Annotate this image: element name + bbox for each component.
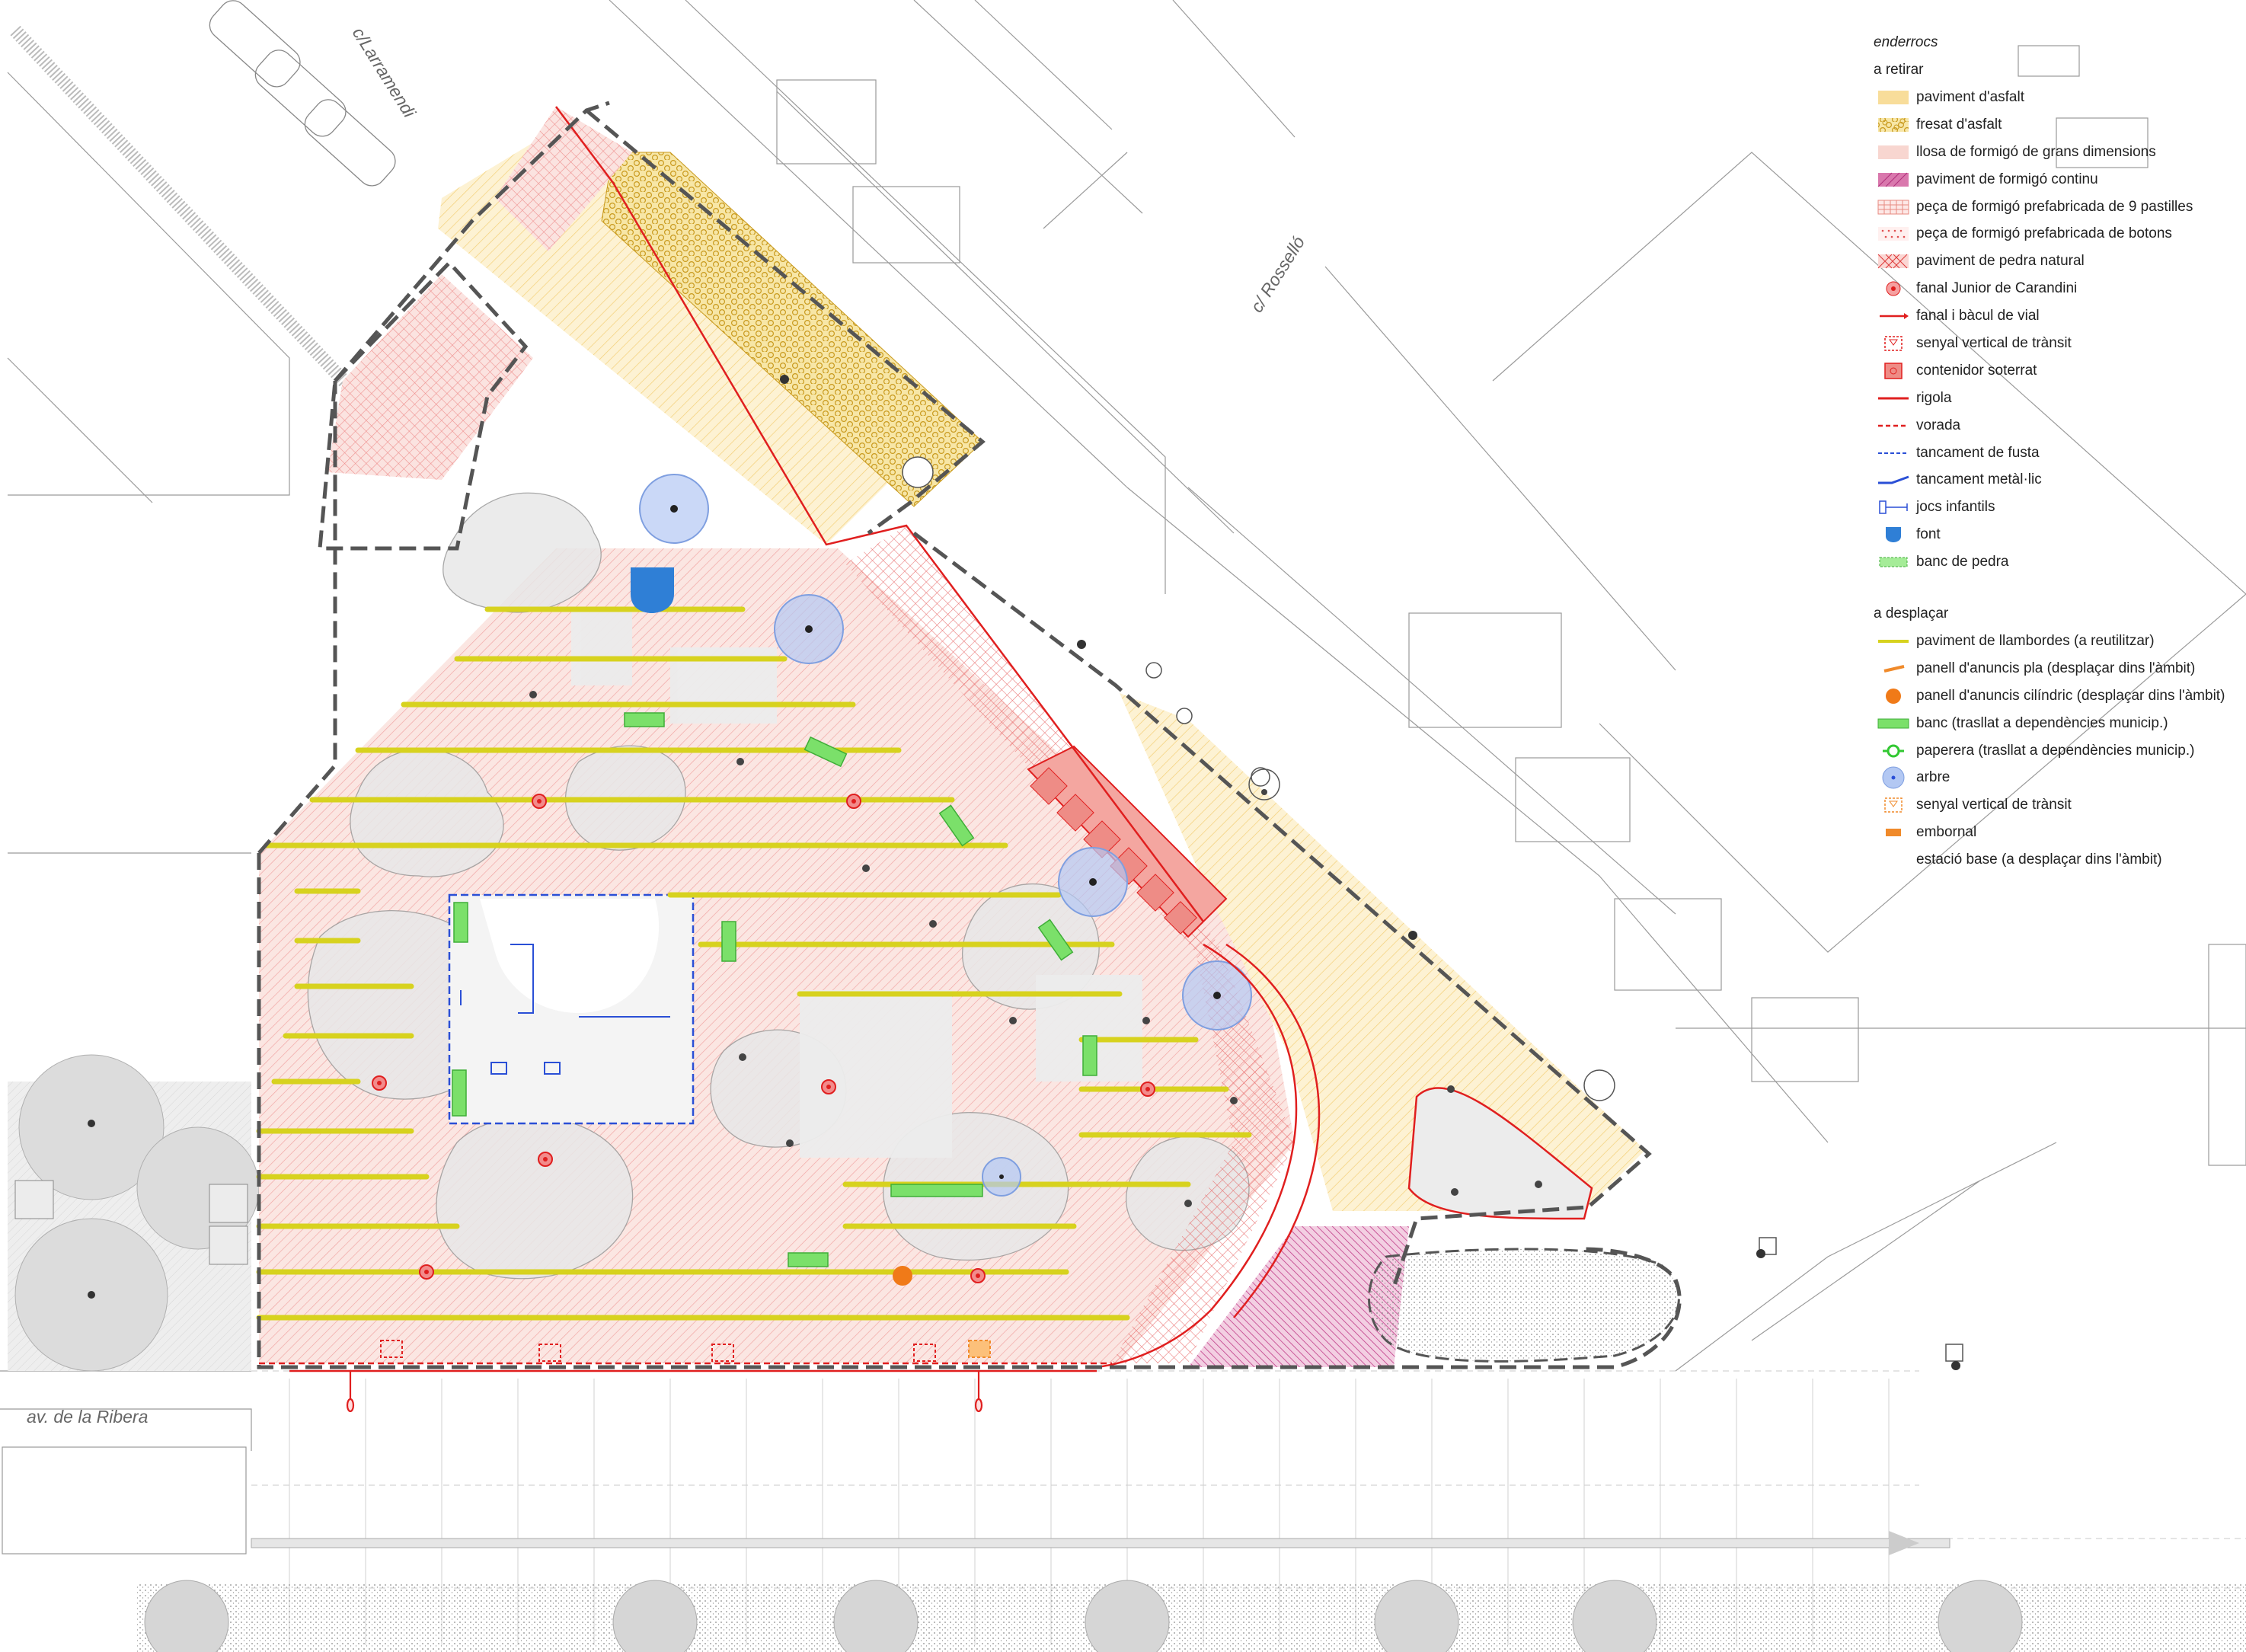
legend-item-milled-asphalt: fresat d'asfalt xyxy=(1874,111,2232,139)
legend-item-base-station: estació base (a desplaçar dins l'àmbit) xyxy=(1874,846,2232,874)
legend-item-concrete-slab: llosa de formigó de grans dimensions xyxy=(1874,139,2232,166)
traffic-sign-move-icon xyxy=(1884,797,1903,813)
stone-bench-island xyxy=(1368,1248,1680,1363)
drain-icon xyxy=(1886,829,1901,837)
legend-title: enderrocs xyxy=(1874,34,1938,50)
legend-item-traffic-sign-move: senyal vertical de trànsit xyxy=(1874,791,2232,819)
street-label-rossello: c/ Rosselló xyxy=(1247,232,1309,315)
bin-icon xyxy=(1883,744,1904,758)
cylindrical-billboard-icon xyxy=(1886,688,1901,704)
legend-item-cylindrical-billboard: panell d'anuncis cilíndric (desplaçar di… xyxy=(1874,682,2232,710)
underground-containers xyxy=(1027,745,1228,938)
streetlamp-icon xyxy=(1886,281,1901,296)
wood-fence-line-icon xyxy=(1878,452,1909,454)
legend-item-gutter: rigola xyxy=(1874,385,2232,412)
intervention-limit xyxy=(257,101,1682,1369)
left-green-zone xyxy=(8,1054,260,1372)
legend-item-precast-9: peça de formigó prefabricada de 9 pastil… xyxy=(1874,193,2232,221)
metal-fence-line-icon xyxy=(1878,476,1909,484)
legend-item-flat-billboard: panell d'anuncis pla (desplaçar dins l'à… xyxy=(1874,655,2232,682)
concrete-slab-swatch-icon xyxy=(1878,145,1909,159)
legend-item-tree: arbre xyxy=(1874,764,2232,791)
kerb-line-icon xyxy=(1878,424,1909,427)
bench-icon xyxy=(1877,718,1909,729)
legend-item-streetlamp: fanal Junior de Carandini xyxy=(1874,275,2232,302)
precast-9-tile-swatch-icon xyxy=(1877,200,1909,215)
legend-item-fountain: font xyxy=(1874,521,2232,548)
milled-asphalt-swatch-icon xyxy=(1878,117,1909,132)
legend-item-playground: jocs infantils xyxy=(1874,494,2232,521)
cobblestone-line-icon xyxy=(1878,640,1909,644)
asphalt-swatch-icon xyxy=(1878,91,1909,104)
legend-heading-retirar: a retirar xyxy=(1874,62,1924,78)
gutter-line-icon xyxy=(1878,397,1909,400)
legend-item-stone-bench: banc de pedra xyxy=(1874,548,2232,576)
stone-bench-icon xyxy=(1879,557,1908,567)
street-label-larramendi: c/Larramendi xyxy=(349,24,420,121)
avenue-grid xyxy=(251,1370,2246,1589)
continuous-concrete-swatch-icon xyxy=(1877,172,1909,187)
road-lamp-icon xyxy=(1880,313,1909,320)
legend-item-container: contenidor soterrat xyxy=(1874,357,2232,385)
parking-larramendi xyxy=(209,0,396,187)
legend-item-traffic-sign: senyal vertical de trànsit xyxy=(1874,330,2232,357)
bottom-tree-row xyxy=(137,1580,2246,1652)
tree-icon xyxy=(1882,766,1905,789)
legend-item-kerb: vorada xyxy=(1874,412,2232,439)
fountain-icon xyxy=(1886,527,1901,543)
legend-heading-desplacar: a desplaçar xyxy=(1874,606,1949,622)
cylindrical-billboard xyxy=(893,1266,912,1286)
asphalt-rossello-south xyxy=(1120,693,1645,1211)
legend-item-precast-buttons: peça de formigó prefabricada de botons xyxy=(1874,220,2232,248)
legend-item-drain: embornal xyxy=(1874,819,2232,846)
legend-item-asphalt: paviment d'asfalt xyxy=(1874,84,2232,111)
precast-button-swatch-icon xyxy=(1878,227,1909,241)
legend-item-bin: paperera (trasllat a dependències munici… xyxy=(1874,737,2232,765)
edge-symbols xyxy=(380,1340,936,1362)
background-blocks xyxy=(0,0,2246,1555)
legend-item-bench: banc (trasllat a dependències municip.) xyxy=(1874,710,2232,737)
continuous-concrete-area xyxy=(1188,1226,1409,1367)
base-station-icon xyxy=(1874,846,1913,874)
legend-item-metal-fence: tancament metàl·lic xyxy=(1874,466,2232,494)
underground-container-icon xyxy=(1884,363,1903,379)
playground-icon xyxy=(1879,500,1908,515)
legend-item-wood-fence: tancament de fusta xyxy=(1874,439,2232,467)
legend-item-continuous-concrete: paviment de formigó continu xyxy=(1874,166,2232,193)
traffic-sign-icon xyxy=(1884,336,1903,351)
legend-item-cobblestone: paviment de llambordes (a reutilitzar) xyxy=(1874,628,2232,655)
legend: enderrocs a retirar paviment d'asfalt fr… xyxy=(1874,29,2232,874)
flat-billboard-icon xyxy=(1883,664,1905,673)
natural-stone-swatch-icon xyxy=(1877,254,1909,269)
legend-item-natural-stone: paviment de pedra natural xyxy=(1874,248,2232,275)
benches xyxy=(452,712,1097,1267)
legend-item-road-lamp: fanal i bàcul de vial xyxy=(1874,302,2232,330)
street-label-ribera: av. de la Ribera xyxy=(27,1407,148,1427)
fountain xyxy=(631,567,674,613)
milled-asphalt xyxy=(601,152,983,507)
kerb-lines xyxy=(259,106,1321,1372)
